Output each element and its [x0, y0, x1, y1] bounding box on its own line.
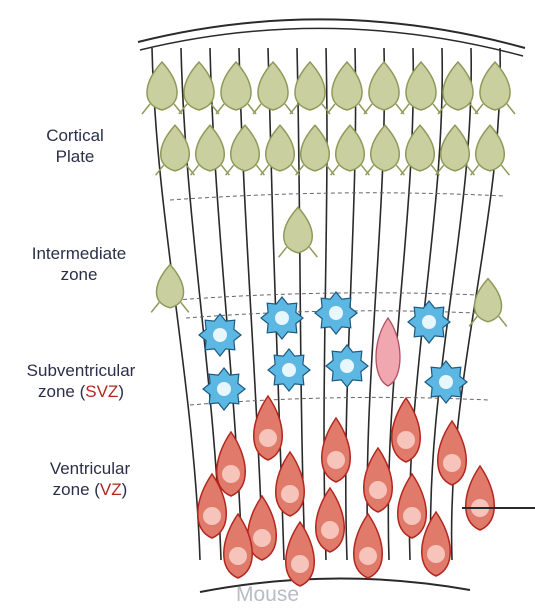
neuron-cell: [336, 125, 365, 171]
radial-glia-nucleus: [443, 454, 461, 472]
radial-glia-nucleus: [403, 507, 421, 525]
neuron-cell: [258, 62, 288, 110]
migrating-pink-cell: [376, 318, 400, 386]
neuron-cell: [476, 125, 505, 171]
radial-glia-nucleus: [359, 547, 377, 565]
progenitor-nucleus: [439, 375, 453, 389]
radial-glia-nucleus: [291, 555, 309, 573]
progenitor-nucleus: [282, 363, 296, 377]
label-ventricular-zone: Ventricular zone (VZ): [30, 458, 150, 500]
cortical-plate-neurons: [142, 62, 515, 175]
neuron-cell: [147, 62, 177, 110]
radial-glia-cell: [316, 488, 345, 552]
neuron-cell: [369, 62, 399, 110]
neuron-cell: [295, 62, 325, 110]
neuron-cell: [284, 207, 313, 253]
zone-border: [170, 193, 505, 200]
progenitor-nucleus: [422, 315, 436, 329]
label-line: Intermediate: [14, 243, 144, 264]
neuron-cell: [231, 125, 260, 171]
neuron-cell: [221, 62, 251, 110]
neuron-cell: [301, 125, 330, 171]
label-intermediate-zone: Intermediate zone: [14, 243, 144, 285]
neuron-cell: [406, 125, 435, 171]
label-line: zone (SVZ): [6, 381, 156, 402]
radial-glia-cell: [398, 474, 427, 538]
radial-glia-cell: [217, 432, 246, 496]
radial-glia-cell: [224, 514, 253, 578]
neuron-cell: [480, 62, 510, 110]
radial-glia-cell: [392, 398, 421, 462]
progenitor-nucleus: [213, 328, 227, 342]
radial-glia-cell: [354, 514, 383, 578]
radial-glia-nucleus: [369, 481, 387, 499]
radial-glia-nucleus: [321, 521, 339, 539]
neuron-cell: [156, 265, 183, 308]
species-caption: Mouse: [0, 583, 535, 607]
radial-glia-nucleus: [427, 545, 445, 563]
progenitor-nucleus: [217, 382, 231, 396]
radial-glia-nucleus: [327, 451, 345, 469]
progenitor-nucleus: [275, 311, 289, 325]
radial-glia-nucleus: [229, 547, 247, 565]
neuron-cell: [332, 62, 362, 110]
label-line: Cortical: [10, 125, 140, 146]
label-text: ): [118, 382, 124, 401]
radial-glia-nucleus: [259, 429, 277, 447]
radial-glia-cell: [254, 396, 283, 460]
radial-glia-nucleus: [397, 431, 415, 449]
neuron-cell: [441, 125, 470, 171]
neuron-cell: [196, 125, 225, 171]
zone-abbreviation: SVZ: [85, 382, 118, 401]
label-text: zone (: [53, 480, 100, 499]
neuron-cell: [371, 125, 400, 171]
radial-glia-cell: [286, 522, 315, 586]
label-line: zone (VZ): [30, 479, 150, 500]
radial-glia-nucleus: [253, 529, 271, 547]
progenitor-nucleus: [329, 306, 343, 320]
progenitor-nucleus: [340, 359, 354, 373]
radial-glia-nucleus: [281, 485, 299, 503]
label-line: zone: [14, 264, 144, 285]
pial-arc: [140, 28, 523, 56]
intermediate-progenitor-cells: [199, 292, 467, 410]
neuron-cell: [443, 62, 473, 110]
label-line: Plate: [10, 146, 140, 167]
radial-glia-nucleus: [222, 465, 240, 483]
label-cortical-plate: Cortical Plate: [10, 125, 140, 167]
radial-glia-cell: [466, 466, 495, 530]
label-line: Ventricular: [30, 458, 150, 479]
radial-glia-nucleus: [203, 507, 221, 525]
neuron-cell: [184, 62, 214, 110]
neuron-cell: [406, 62, 436, 110]
label-line: Subventricular: [6, 360, 156, 381]
label-subventricular-zone: Subventricular zone (SVZ): [6, 360, 156, 402]
label-text: zone (: [38, 382, 85, 401]
zone-abbreviation: VZ: [100, 480, 122, 499]
label-text: ): [122, 480, 128, 499]
radial-glia-cell: [438, 421, 467, 485]
